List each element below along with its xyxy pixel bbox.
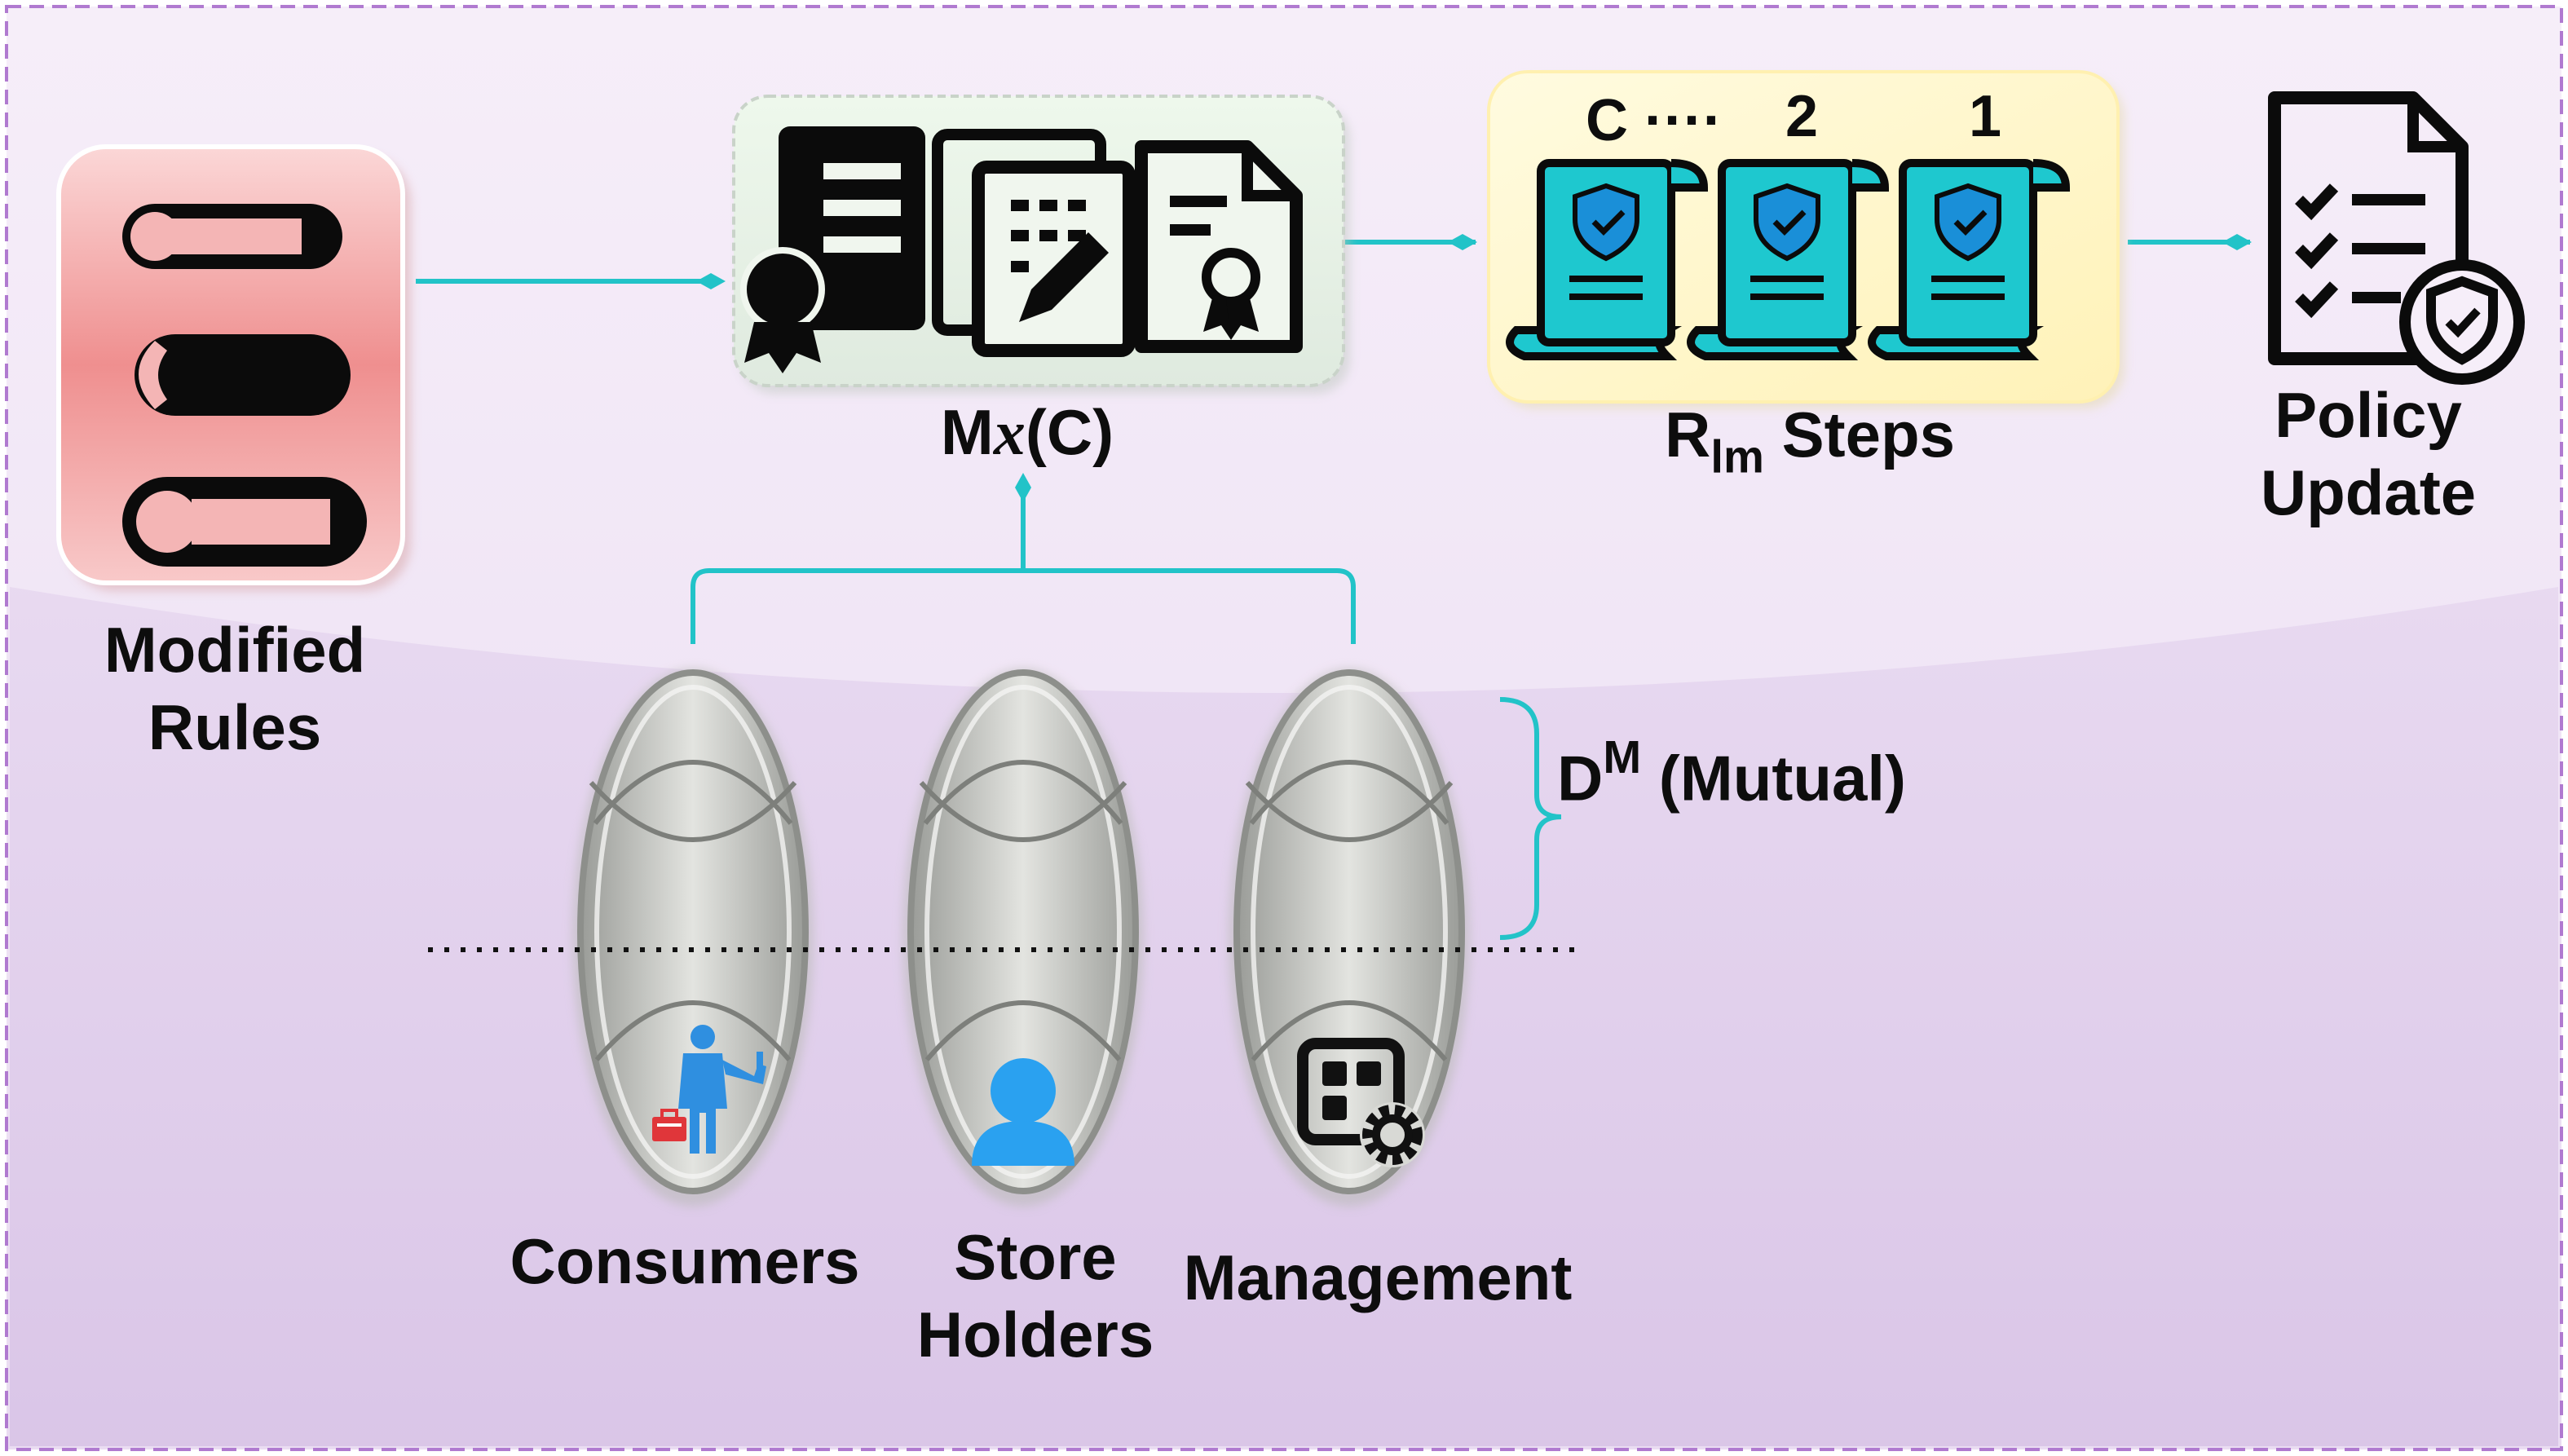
step-number-1: 1 [1944, 82, 2026, 153]
policy-update-label: Policy Update [2201, 377, 2535, 532]
rlm-steps-rest: Steps [1763, 399, 1955, 470]
pod-group [572, 668, 1470, 1207]
store-holders-line-1: Store [954, 1221, 1117, 1293]
store-holders-line-2: Holders [916, 1299, 1154, 1371]
step-number-c: C ···· [1586, 86, 1765, 157]
rlm-steps-sub: lm [1710, 430, 1764, 483]
step-number-2: 2 [1761, 82, 1842, 153]
consumers-label: Consumers [481, 1223, 889, 1300]
management-label: Management [1149, 1239, 1606, 1317]
dm-mutual-rest: (Mutual) [1641, 742, 1907, 814]
rlm-steps-base: R [1665, 399, 1711, 470]
management-text: Management [1183, 1242, 1573, 1313]
consumers-text: Consumers [510, 1225, 860, 1297]
shield-scroll-icon [1687, 159, 1890, 360]
store-holders-label: Store Holders [864, 1219, 1207, 1374]
scroll-group [1506, 159, 2071, 360]
modified-rules-line-1: Modified [104, 614, 366, 686]
user-icon [972, 1058, 1074, 1166]
dashboard-gear-icon [1297, 1038, 1425, 1167]
dm-brace [1499, 697, 1562, 940]
connector-diamonds [696, 234, 2252, 502]
dm-mutual-base: D [1557, 742, 1604, 814]
step-number-2-text: 2 [1785, 84, 1819, 149]
mx-c-suffix: (C) [1025, 396, 1114, 468]
store-holders-pod [902, 668, 1144, 1207]
modified-rules-node [56, 144, 411, 591]
modified-rules-line-2: Rules [148, 691, 322, 764]
shield-scroll-icon [1868, 159, 2071, 360]
mx-c-label: Mx(C) [864, 394, 1190, 471]
documents-certificate-icon [740, 126, 1303, 373]
dm-mutual-sup: M [1603, 731, 1642, 783]
dm-mutual-label: DM (Mutual) [1557, 730, 1997, 818]
step-number-c-text: C ···· [1586, 88, 1723, 153]
modified-rules-label: Modified Rules [47, 611, 422, 766]
policy-update-line-1: Policy [2275, 379, 2462, 451]
consumers-pod [572, 668, 814, 1207]
rlm-steps-label: Rlm Steps [1549, 396, 2071, 485]
policy-update-line-2: Update [2260, 457, 2477, 529]
management-pod [1229, 668, 1470, 1207]
mx-c-italic: x [993, 397, 1026, 468]
rlm-steps-node [1487, 70, 2125, 408]
checklist-shield-icon [2268, 91, 2525, 385]
rolled-scrolls-icon [122, 204, 367, 567]
worker-person-icon [652, 1025, 766, 1154]
step-number-1-text: 1 [1968, 84, 2002, 149]
shield-scroll-icon [1506, 159, 1709, 360]
mx-c-prefix: M [940, 396, 994, 468]
mx-c-node [732, 95, 1350, 394]
